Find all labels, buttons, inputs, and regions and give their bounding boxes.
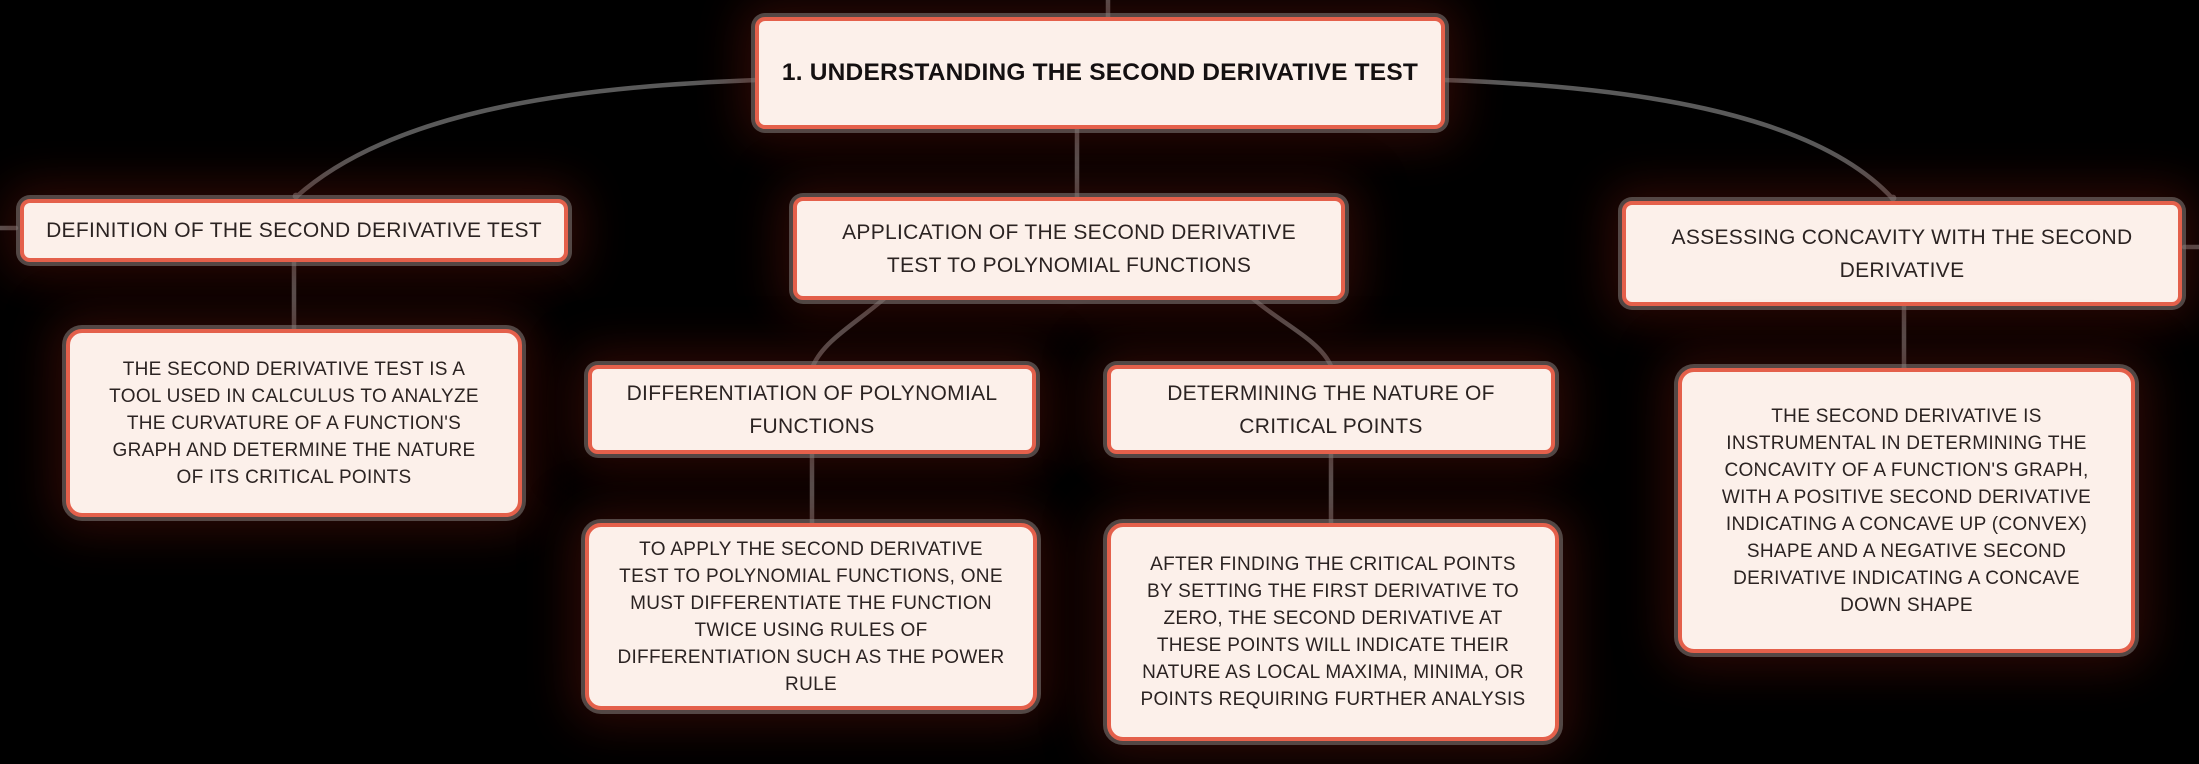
branch-application-node[interactable]: APPLICATION OF THE SECOND DERIVATIVE TES… (793, 197, 1345, 300)
connector-application-to-differentiation (810, 294, 889, 369)
branch-definition-label: DEFINITION OF THE SECOND DERIVATIVE TEST (46, 219, 542, 242)
branch-concavity-node[interactable]: ASSESSING CONCAVITY WITH THE SECOND DERI… (1622, 201, 2182, 306)
differentiation-detail-text: TO APPLY THE SECOND DERIVATIVE TEST TO P… (617, 538, 1005, 695)
connector-root-to-concavity (1440, 77, 1896, 202)
critical-points-node[interactable]: DETERMINING THE NATURE OF CRITICAL POINT… (1107, 365, 1555, 454)
connector-endpoint-dot (1889, 194, 1897, 202)
critical-points-detail-text: AFTER FINDING THE CRITICAL POINTS BY SET… (1140, 554, 1526, 710)
connector-application-to-critical (1248, 294, 1334, 369)
branch-definition-node[interactable]: DEFINITION OF THE SECOND DERIVATIVE TEST (20, 199, 568, 262)
root-node[interactable]: 1. UNDERSTANDING THE SECOND DERIVATIVE T… (755, 17, 1445, 129)
branch-concavity-label: ASSESSING CONCAVITY WITH THE SECOND DERI… (1671, 225, 2133, 282)
definition-detail-text: THE SECOND DERIVATIVE TEST IS A TOOL USE… (109, 358, 479, 488)
critical-points-label: DETERMINING THE NATURE OF CRITICAL POINT… (1167, 381, 1495, 438)
differentiation-node[interactable]: DIFFERENTIATION OF POLYNOMIAL FUNCTIONS (588, 365, 1036, 454)
branch-application-label: APPLICATION OF THE SECOND DERIVATIVE TES… (842, 220, 1296, 277)
connector-root-to-definition (293, 77, 760, 200)
concavity-detail-node[interactable]: THE SECOND DERIVATIVE IS INSTRUMENTAL IN… (1678, 368, 2135, 653)
definition-detail-node[interactable]: THE SECOND DERIVATIVE TEST IS A TOOL USE… (66, 329, 522, 517)
concavity-detail-text: THE SECOND DERIVATIVE IS INSTRUMENTAL IN… (1721, 405, 2092, 616)
critical-points-detail-node[interactable]: AFTER FINDING THE CRITICAL POINTS BY SET… (1107, 523, 1559, 741)
differentiation-detail-node[interactable]: TO APPLY THE SECOND DERIVATIVE TEST TO P… (585, 523, 1037, 710)
root-node-label: 1. UNDERSTANDING THE SECOND DERIVATIVE T… (781, 59, 1419, 86)
connector-endpoint-dot (292, 192, 300, 200)
differentiation-label: DIFFERENTIATION OF POLYNOMIAL FUNCTIONS (626, 381, 998, 438)
